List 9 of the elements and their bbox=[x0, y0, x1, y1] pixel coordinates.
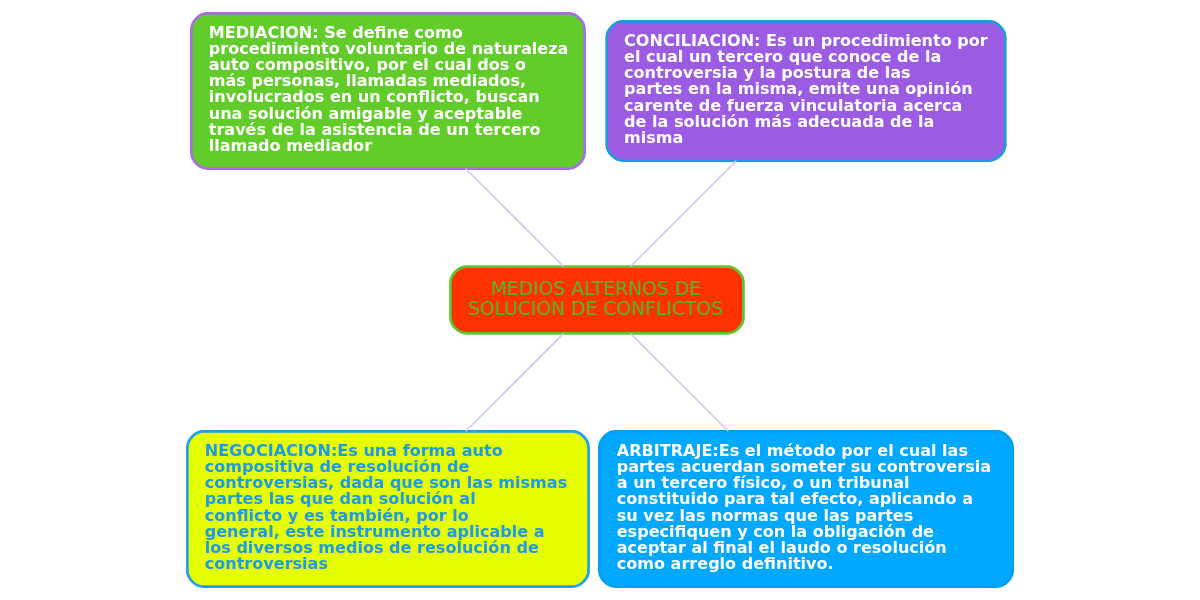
connector bbox=[464, 167, 565, 268]
connector bbox=[464, 332, 565, 433]
node-box: NEGOCIACION:Es una forma auto compositiva de resolución de controversias, dada que son las mismas partes las que dan solución al conflicto y es también, por lo general, este instrumento aplicable a los diversos medios de resolución de controversias bbox=[186, 430, 590, 588]
node-box: MEDIOS ALTERNOS DE SOLUCION DE CONFLICTOS bbox=[449, 265, 745, 335]
node-box: CONCILIACION: Es un procedimiento por el cual un tercero que conoce de la controversia y la postura de las partes en la misma, emite una opinión carente de fuerza vinculatoria acerca de la solución más adecuada de la misma bbox=[605, 20, 1007, 162]
node-box: MEDIACION: Se define como procedimiento voluntario de naturaleza auto compositivo, por el cual dos o más personas, llamadas mediados, involucrados en un conflicto, buscan una solución amigable y aceptable través de la asistencia de un tercero llamado mediador bbox=[190, 12, 586, 170]
connector bbox=[629, 160, 737, 268]
node-box: ARBITRAJE:Es el método por el cual las partes acuerdan someter su controversia a un tercero físico, o un tribunal constituido para tal efecto, aplicando a su vez las normas que las partes especifiquen y con la obligación de aceptar al final el laudo o resolución como arreglo definitivo. bbox=[598, 430, 1014, 588]
connector bbox=[629, 332, 730, 433]
